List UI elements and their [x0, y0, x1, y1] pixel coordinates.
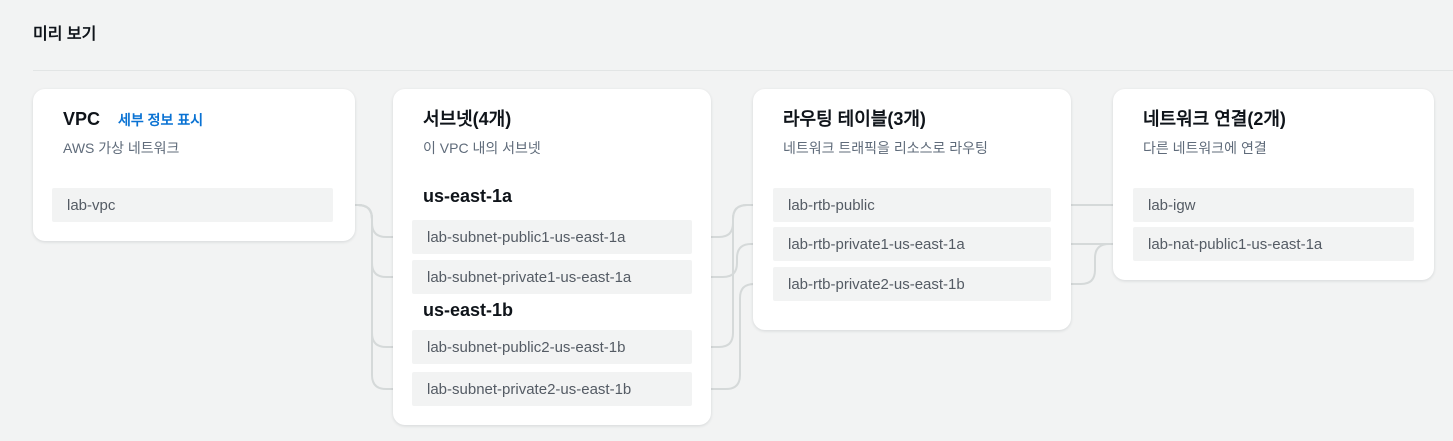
net-chip-nat: lab-nat-public1-us-east-1a — [1133, 227, 1414, 261]
page-title: 미리 보기 — [33, 26, 97, 43]
az-group-header-us-east-1a: us-east-1a — [423, 186, 513, 206]
subnets-card: 서브넷(4개) 이 VPC 내의 서브넷 us-east-1a lab-subn… — [393, 89, 711, 425]
rtb-chip-private2: lab-rtb-private2-us-east-1b — [773, 267, 1051, 301]
subnet-chip-private1: lab-subnet-private1-us-east-1a — [412, 260, 692, 294]
rtb-chip-public: lab-rtb-public — [773, 188, 1051, 222]
subnet-chip-public1: lab-subnet-public1-us-east-1a — [412, 220, 692, 254]
network-connections-card: 네트워크 연결(2개) 다른 네트워크에 연결 lab-igw lab-nat-… — [1113, 89, 1434, 280]
route-tables-card-subtitle: 네트워크 트래픽을 리소스로 라우팅 — [783, 140, 988, 156]
subnets-card-subtitle: 이 VPC 내의 서브넷 — [423, 140, 541, 156]
subnets-card-title: 서브넷(4개) — [423, 109, 512, 129]
network-connections-card-subtitle: 다른 네트워크에 연결 — [1143, 140, 1267, 156]
az-group-header-us-east-1b: us-east-1b — [423, 300, 514, 320]
subnet-chip-private2: lab-subnet-private2-us-east-1b — [412, 372, 692, 406]
route-tables-card-header: 라우팅 테이블(3개) 네트워크 트래픽을 리소스로 라우팅 — [783, 108, 1051, 157]
show-details-link[interactable]: 세부 정보 표시 — [118, 112, 204, 128]
subnet-chip-public2: lab-subnet-public2-us-east-1b — [412, 330, 692, 364]
vpc-card: VPC 세부 정보 표시 AWS 가상 네트워크 lab-vpc — [33, 89, 355, 241]
route-tables-card: 라우팅 테이블(3개) 네트워크 트래픽을 리소스로 라우팅 lab-rtb-p… — [753, 89, 1071, 330]
net-chip-igw: lab-igw — [1133, 188, 1414, 222]
vpc-card-subtitle: AWS 가상 네트워크 — [63, 140, 180, 156]
vpc-chip: lab-vpc — [52, 188, 333, 222]
network-connections-card-header: 네트워크 연결(2개) 다른 네트워크에 연결 — [1143, 108, 1414, 157]
subnets-card-header: 서브넷(4개) 이 VPC 내의 서브넷 — [423, 108, 691, 157]
vpc-card-title: VPC — [63, 109, 101, 129]
vpc-card-header: VPC 세부 정보 표시 AWS 가상 네트워크 — [63, 108, 335, 157]
rtb-chip-private1: lab-rtb-private1-us-east-1a — [773, 227, 1051, 261]
route-tables-card-title: 라우팅 테이블(3개) — [783, 109, 926, 129]
section-divider — [33, 70, 1453, 71]
network-connections-card-title: 네트워크 연결(2개) — [1143, 109, 1286, 129]
